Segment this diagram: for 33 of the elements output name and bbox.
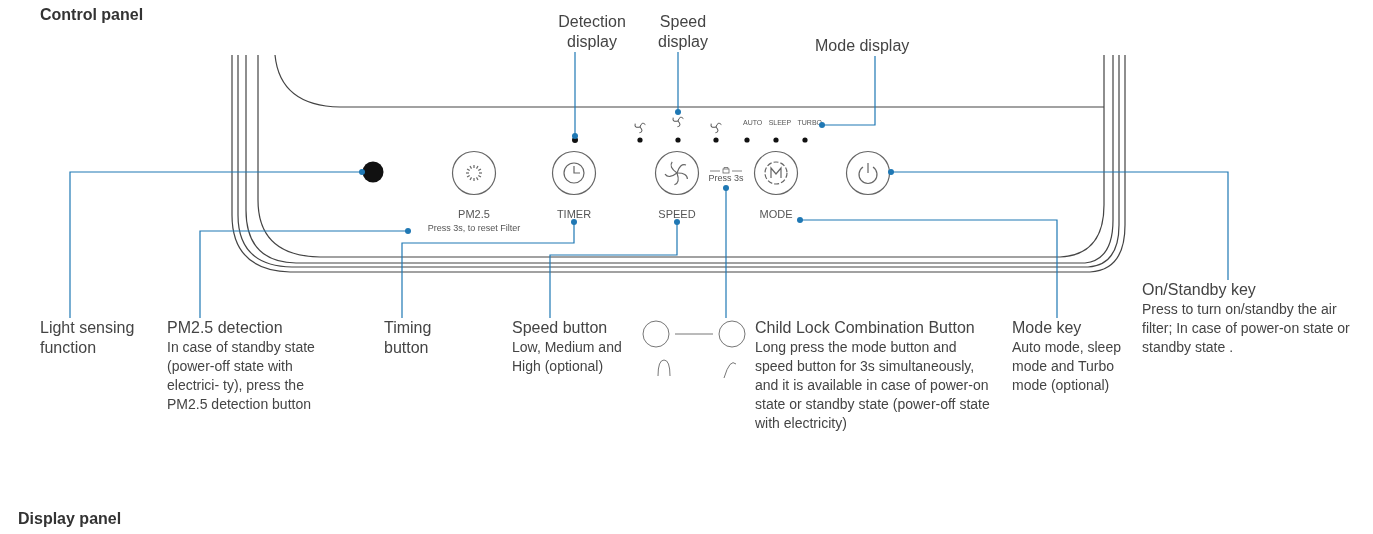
callout-heading: PM2.5 detection [167,318,284,338]
callout-text: Speed display [657,12,709,52]
callout-heading: Mode key [1012,318,1083,338]
button-label: TIMER [555,208,593,221]
callout-text: Detection display [557,12,627,52]
leader-line [819,55,876,128]
callout-heading: Speed button [512,318,609,338]
button-hint: Press 3s [707,174,745,182]
leader-line [69,169,365,319]
callout-text: In case of standby state (power-off state with electrici- ty), press the PM2.5 detection button [167,338,316,414]
callout-text: Press to turn on/standby the air filter; In case of power-on state or standby state . [1142,300,1351,357]
button-label: SPEED [657,208,697,221]
leader-line [797,217,1058,319]
callout-text: Timing button [384,318,433,358]
diagram-title: Control panel [40,6,144,24]
callout-text: Auto mode, sleep mode and Turbo mode (optional) [1012,338,1122,395]
callout-heading: On/Standby key [1142,280,1257,300]
leader-line [199,228,411,319]
button-hint: Press 3s, to reset Filter [426,224,522,232]
leader-line [675,51,681,115]
callout-text: Low, Medium and High (optional) [512,338,623,376]
callout-text: Mode display [815,36,911,56]
section-heading: Display panel [18,510,122,528]
callout-heading: Child Lock Combination Button [755,318,976,338]
leader-line [888,169,1229,281]
leader-line [401,219,577,319]
callout-text: Long press the mode button and speed button for 3s simultaneously, and it is available in case of power-on state or standby state (power-off state with electricity) [755,338,990,433]
leader-line [572,51,578,139]
callout-text: Light sensing function [40,318,136,358]
leader-line [549,219,680,319]
button-label: MODE [758,208,794,221]
leader-line [723,185,729,319]
button-label: PM2.5 [457,208,491,221]
